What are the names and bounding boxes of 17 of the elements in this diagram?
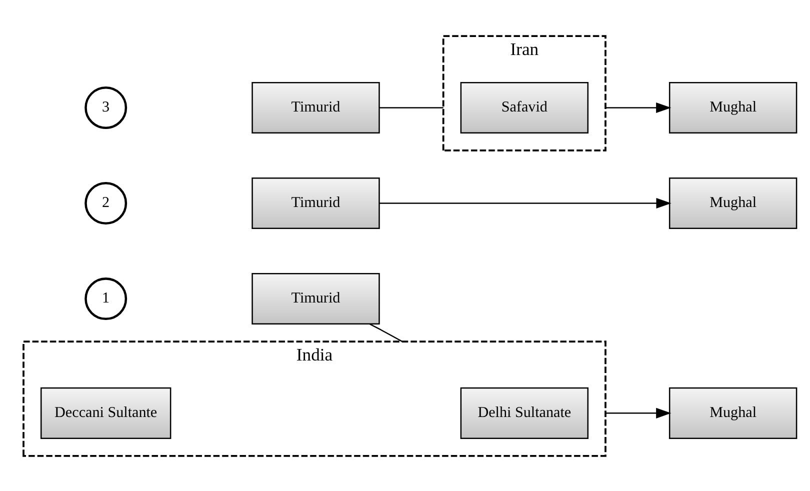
node-circle: 1 (84, 277, 128, 320)
node-box: Mughal (668, 386, 798, 438)
node-box: Timurid (252, 177, 380, 229)
node-box: Timurid (252, 272, 380, 324)
arrow (606, 102, 672, 113)
arrow (606, 407, 672, 418)
node-circle: 2 (84, 182, 128, 224)
node-box: Mughal (668, 81, 798, 133)
node-box: Timurid (252, 81, 380, 133)
node-box: Delhi Sultanate (460, 386, 589, 438)
connector (379, 106, 444, 108)
connector (370, 322, 403, 342)
node-box: Deccani Sultante (40, 386, 172, 438)
arrow (380, 197, 672, 208)
node-box: Safavid (460, 81, 589, 133)
node-box: Mughal (668, 177, 798, 229)
node-circle: 3 (84, 86, 128, 128)
